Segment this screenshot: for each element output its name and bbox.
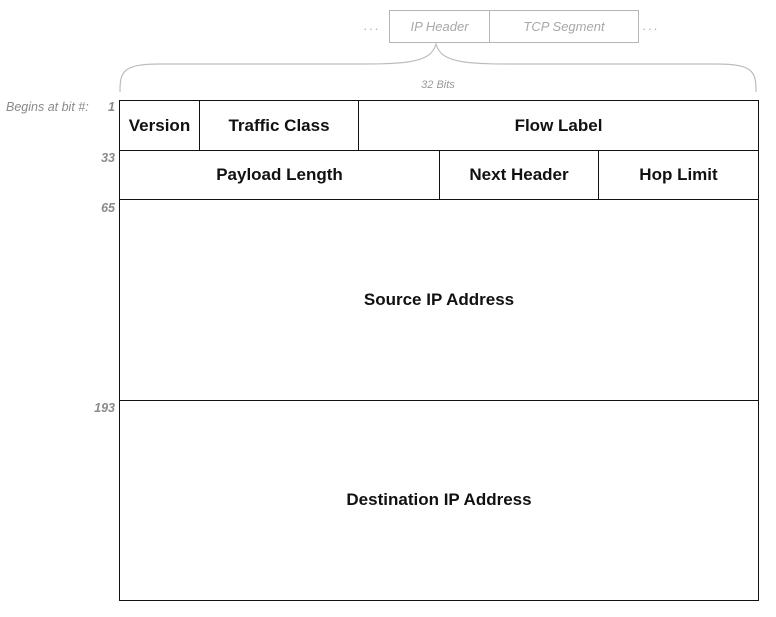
- field-next-header: Next Header: [438, 149, 600, 201]
- leading-ellipsis: ...: [364, 18, 381, 33]
- tcp-segment: TCP Segment: [489, 10, 639, 43]
- bit-number-193: 193: [94, 401, 115, 415]
- field-traffic-class: Traffic Class: [198, 100, 360, 151]
- bit-number-33: 33: [101, 151, 115, 165]
- bit-number-65: 65: [101, 201, 115, 215]
- bit-number-1: 1: [108, 100, 115, 114]
- field-hop-limit: Hop Limit: [598, 149, 759, 201]
- field-source-ip-address: Source IP Address: [119, 199, 759, 401]
- field-payload-length: Payload Length: [119, 149, 440, 201]
- width-brace: [119, 41, 757, 93]
- field-flow-label: Flow Label: [358, 100, 759, 151]
- bit-prefix-label: Begins at bit #:: [6, 100, 89, 114]
- field-destination-ip-address: Destination IP Address: [119, 399, 759, 601]
- width-label: 32 Bits: [421, 79, 455, 91]
- field-version: Version: [119, 100, 200, 151]
- trailing-ellipsis: ...: [643, 18, 660, 33]
